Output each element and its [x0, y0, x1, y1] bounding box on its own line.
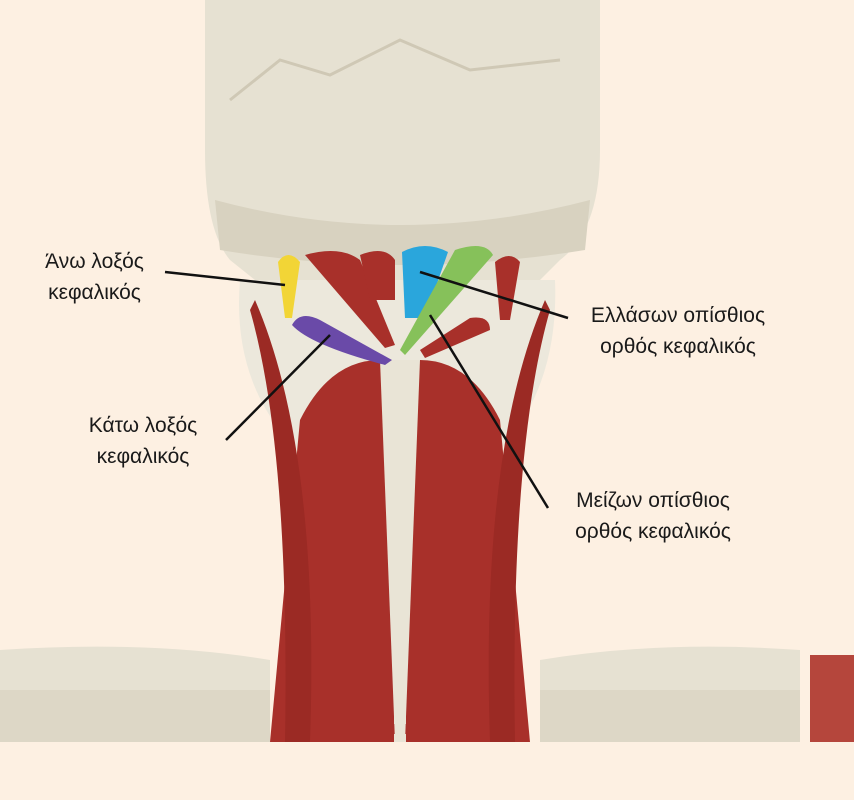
label-line: κεφαλικός: [96, 445, 190, 468]
rectus-capitis-lateralis-right: [495, 256, 520, 320]
obliquus-capitis-right: [420, 317, 490, 358]
label-line: Ελλάσων οπίσθιος: [590, 304, 766, 327]
leader-rectus-minor: [419, 270, 569, 320]
shoulder-left: [0, 690, 270, 742]
rectus-capitis-minor-muscle: [402, 246, 448, 318]
label-superior-oblique: Άνω λοξός κεφαλικός: [22, 246, 167, 308]
skull-base-shadow: [215, 200, 590, 265]
leader-inferior-oblique: [225, 334, 331, 441]
semispinalis-left: [305, 251, 395, 348]
label-line: Κάτω λοξός: [88, 414, 198, 437]
label-line: Μείζων οπίσθιος: [576, 489, 730, 512]
rectus-capitis-major-muscle: [400, 246, 493, 355]
label-line: ορθός κεφαλικός: [600, 335, 756, 358]
inferior-oblique-muscle: [292, 316, 392, 365]
leader-superior-oblique: [164, 270, 286, 287]
label-line: κεφαλικός: [48, 281, 141, 304]
label-line: ορθός κεφαλικός: [575, 520, 731, 543]
inset-thumbnail: [810, 655, 854, 742]
superior-oblique-muscle: [278, 255, 300, 318]
label-rectus-minor: Ελλάσων οπίσθιος ορθός κεφαλικός: [568, 300, 788, 362]
leader-rectus-major: [428, 314, 550, 509]
skull-suture: [229, 38, 561, 102]
label-rectus-major: Μείζων οπίσθιος ορθός κεφαλικός: [548, 485, 758, 547]
shoulder-right: [540, 690, 800, 742]
semispinalis-right-small: [360, 251, 395, 300]
right-clavicle: [540, 646, 800, 700]
label-line: Άνω λοξός: [45, 250, 144, 273]
left-clavicle: [0, 646, 270, 700]
right-sternocleidomastoid: [488, 300, 550, 742]
label-inferior-oblique: Κάτω λοξός κεφαλικός: [68, 410, 218, 472]
left-sternocleidomastoid: [250, 300, 312, 742]
